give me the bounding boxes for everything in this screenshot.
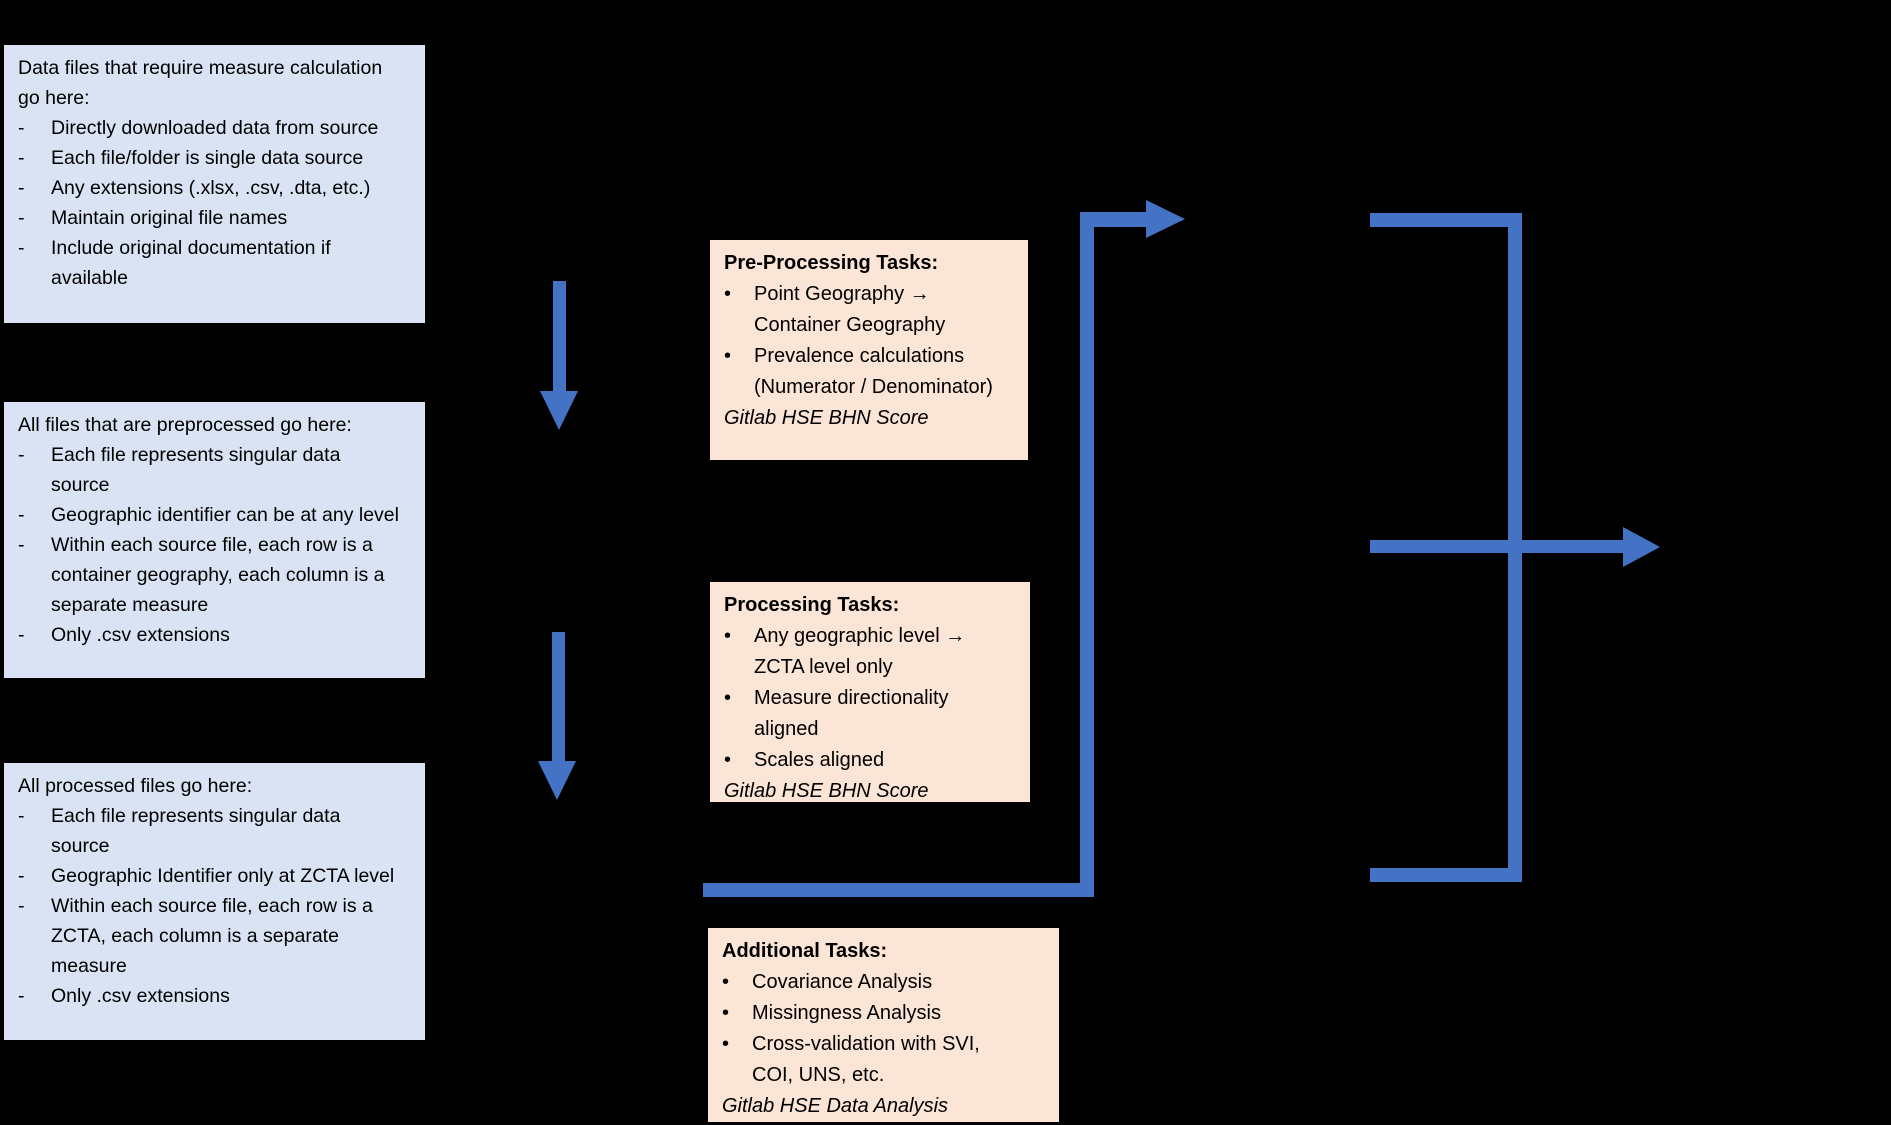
bullet-text: Missingness Analysis — [752, 1002, 941, 1024]
right-arrow-icon — [1370, 527, 1660, 567]
dash-bullet-marker: - — [18, 805, 25, 827]
bullet-text: Any extensions (.xlsx, .csv, .dta, etc.) — [51, 177, 371, 199]
bullet-text: Include original documentation if availa… — [51, 237, 331, 289]
bullet-text: Cross-validation with SVI, COI, UNS, etc… — [752, 1033, 980, 1086]
dash-bullet-marker: - — [18, 237, 25, 259]
dash-bullet-marker: - — [18, 444, 25, 466]
bullet-text: Geographic Identifier only at ZCTA level — [51, 865, 395, 887]
dot-bullet-marker: • — [724, 625, 732, 647]
bullet-item: - Within each source file, each row is a… — [18, 530, 403, 620]
bullet-item: - Each file represents singular data sou… — [18, 440, 403, 500]
dot-bullet-marker: • — [722, 971, 730, 993]
dash-bullet-marker: - — [18, 147, 25, 169]
dash-bullet-marker: - — [18, 177, 25, 199]
bullet-text: Each file/folder is single data source — [51, 147, 364, 169]
bullet-item: - Geographic Identifier only at ZCTA lev… — [18, 861, 403, 891]
dot-bullet-marker: • — [722, 1033, 730, 1055]
box-title: Pre-Processing Tasks: — [724, 252, 939, 274]
bullet-text: Within each source file, each row is a Z… — [51, 895, 373, 977]
bullet-text: Any geographic level → ZCTA level only — [754, 625, 966, 678]
bullet-text: Prevalence calculations (Numerator / Den… — [754, 345, 993, 398]
box-title: Additional Tasks: — [722, 940, 888, 962]
bullet-text: Within each source file, each row is a c… — [51, 534, 385, 616]
bullet-item: • Point Geography → Container Geography — [724, 279, 1004, 341]
box-intro: All processed files go here: — [18, 775, 253, 797]
dash-bullet-marker: - — [18, 624, 25, 646]
pre-processing-tasks-box: Pre-Processing Tasks: • Point Geography … — [710, 240, 1028, 460]
bullet-item: - Geographic identifier can be at any le… — [18, 500, 403, 530]
additional-tasks-box: Additional Tasks: • Covariance Analysis … — [708, 928, 1059, 1122]
down-arrow-icon — [538, 632, 576, 800]
bullet-item: - Only .csv extensions — [18, 620, 403, 650]
bullet-text: Measure directionality aligned — [754, 687, 949, 740]
dash-bullet-marker: - — [18, 985, 25, 1007]
bullet-text: Directly downloaded data from source — [51, 117, 379, 139]
bullet-text: Scales aligned — [754, 749, 885, 771]
dash-bullet-marker: - — [18, 895, 25, 917]
gitlab-reference: Gitlab HSE BHN Score — [724, 780, 929, 802]
raw-data-files-box: Data files that require measure calculat… — [4, 45, 425, 323]
dot-bullet-marker: • — [722, 1002, 730, 1024]
dash-bullet-marker: - — [18, 504, 25, 526]
preprocessed-files-box: All files that are preprocessed go here:… — [4, 402, 425, 678]
bullet-text: Only .csv extensions — [51, 985, 230, 1007]
box-intro: All files that are preprocessed go here: — [18, 414, 352, 436]
bullet-item: - Each file/folder is single data source — [18, 143, 403, 173]
bullet-item: • Prevalence calculations (Numerator / D… — [724, 341, 1004, 403]
bullet-item: • Any geographic level → ZCTA level only — [724, 621, 1006, 683]
dash-bullet-marker: - — [18, 117, 25, 139]
bullet-item: - Maintain original file names — [18, 203, 403, 233]
bullet-text: Maintain original file names — [51, 207, 288, 229]
bullet-item: - Include original documentation if avai… — [18, 233, 403, 293]
bullet-item: • Measure directionality aligned — [724, 683, 1006, 745]
gitlab-reference: Gitlab HSE BHN Score — [724, 407, 929, 429]
dot-bullet-marker: • — [724, 345, 732, 367]
bullet-item: • Scales aligned — [724, 745, 1006, 776]
bullet-text: Geographic identifier can be at any leve… — [51, 504, 399, 526]
dot-bullet-marker: • — [724, 749, 732, 771]
bullet-item: - Directly downloaded data from source — [18, 113, 403, 143]
bullet-item: - Only .csv extensions — [18, 981, 403, 1011]
bullet-item: • Cross-validation with SVI, COI, UNS, e… — [722, 1029, 1019, 1091]
elbow-arrow-icon — [703, 200, 1185, 897]
bullet-item: • Covariance Analysis — [722, 967, 1019, 998]
box-title: Processing Tasks: — [724, 594, 900, 616]
processing-tasks-box: Processing Tasks: • Any geographic level… — [710, 582, 1030, 802]
dash-bullet-marker: - — [18, 207, 25, 229]
down-arrow-icon — [540, 281, 578, 430]
bullet-text: Only .csv extensions — [51, 624, 230, 646]
dot-bullet-marker: • — [724, 687, 732, 709]
dot-bullet-marker: • — [724, 283, 732, 305]
bullet-text: Covariance Analysis — [752, 971, 933, 993]
processed-files-box: All processed files go here: - Each file… — [4, 763, 425, 1040]
bullet-item: - Within each source file, each row is a… — [18, 891, 403, 981]
bullet-item: - Each file represents singular data sou… — [18, 801, 403, 861]
dash-bullet-marker: - — [18, 534, 25, 556]
bullet-text: Point Geography → Container Geography — [754, 283, 946, 336]
dash-bullet-marker: - — [18, 865, 25, 887]
box-intro: Data files that require measure calculat… — [18, 57, 383, 109]
bullet-item: • Missingness Analysis — [722, 998, 1019, 1029]
bullet-item: - Any extensions (.xlsx, .csv, .dta, etc… — [18, 173, 403, 203]
gitlab-reference: Gitlab HSE Data Analysis — [722, 1095, 949, 1117]
bullet-text: Each file represents singular data sourc… — [51, 444, 341, 496]
bullet-text: Each file represents singular data sourc… — [51, 805, 341, 857]
